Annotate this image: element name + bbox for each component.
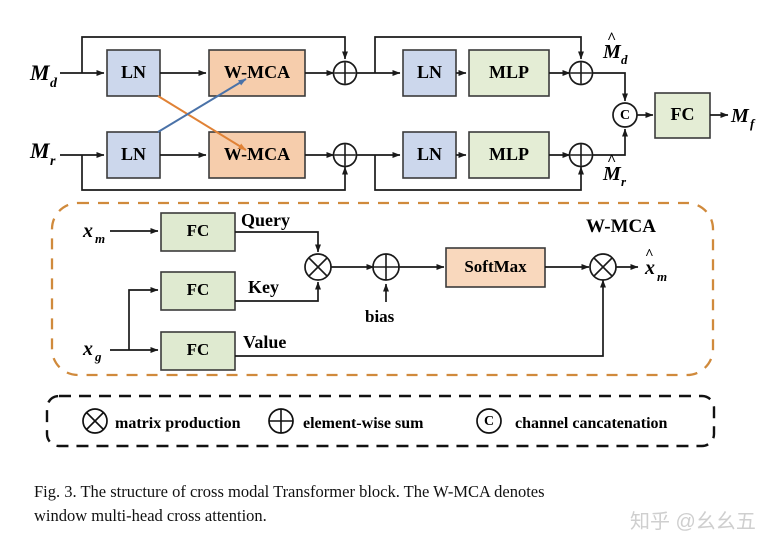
watermark: 知乎 @幺幺五	[630, 510, 756, 533]
xm-sub: m	[95, 231, 105, 246]
legend-item-element-wise-sum: element-wise sum	[268, 408, 424, 434]
sum-node-depth-2	[568, 60, 594, 86]
output-label-mf: M f	[730, 105, 756, 131]
xmhat-hat: ^	[645, 247, 654, 263]
cross-arrow-depth-to-rgb	[157, 95, 247, 151]
xmhat-base: x	[644, 257, 655, 279]
matmul-node-qk	[304, 253, 332, 281]
block-ln-depth-2[interactable]: LN	[402, 49, 457, 97]
input-label-mr: M r	[29, 138, 56, 169]
block-softmax[interactable]: SoftMax	[445, 247, 546, 288]
sum-node-depth-1	[332, 60, 358, 86]
caption-line-2: window multi-head cross attention.	[34, 506, 267, 525]
block-label: FC	[187, 280, 210, 299]
input-label-md: M d	[29, 60, 58, 91]
legend-symbol: C	[484, 414, 494, 429]
caption-line-1: Fig. 3. The structure of cross modal Tra…	[34, 482, 545, 501]
residual-depth-2	[374, 36, 584, 73]
top-row-depth: M d LN W-MCA LN	[29, 30, 628, 102]
concat-symbol: C	[620, 108, 630, 123]
input-label-xg: x g	[82, 338, 102, 364]
mrhat-base: M	[602, 163, 622, 185]
block-ln-rgb-1[interactable]: LN	[106, 131, 161, 179]
mr-sub: r	[50, 154, 56, 169]
mdhat-base: M	[602, 41, 622, 63]
block-fc-value[interactable]: FC	[160, 331, 236, 371]
block-label: FC	[671, 104, 695, 124]
legend-label: channel cancatenation	[515, 415, 668, 432]
wmca-detail-panel	[50, 201, 715, 377]
block-wmca-depth[interactable]: W-MCA	[208, 49, 306, 97]
block-fc-query[interactable]: FC	[160, 212, 236, 252]
block-label: LN	[121, 62, 146, 82]
mr-base: M	[29, 138, 51, 163]
mdhat-hat: ^	[607, 30, 616, 47]
wire-query-to-matmul1	[235, 231, 321, 253]
block-label: W-MCA	[224, 144, 290, 164]
block-ln-rgb-2[interactable]: LN	[402, 131, 457, 179]
wmca-detail-title: W-MCA	[586, 216, 656, 237]
block-label: FC	[187, 221, 210, 240]
mf-base: M	[730, 105, 750, 127]
cross-arrow-rgb-to-depth	[157, 78, 247, 133]
output-label-mr-hat: M ^ r	[602, 152, 627, 189]
arrow-mdhat-to-concat	[592, 72, 628, 102]
top-row-rgb: M r LN W-MCA LN ML	[29, 128, 628, 191]
wire-value-to-matmul2	[235, 279, 606, 357]
md-base: M	[29, 60, 51, 85]
mf-sub: f	[750, 116, 756, 131]
wire-xg-to-fc-key	[128, 287, 159, 350]
block-label: LN	[121, 144, 146, 164]
concat-node: C	[612, 102, 638, 128]
label-bias: bias	[365, 307, 395, 326]
block-fc-key[interactable]: FC	[160, 271, 236, 311]
legend-label: matrix production	[115, 415, 241, 432]
matmul-node-av	[589, 253, 617, 281]
block-label: SoftMax	[464, 257, 527, 276]
block-label: MLP	[489, 62, 529, 82]
residual-rgb-1	[81, 155, 348, 191]
mdhat-sub: d	[621, 52, 628, 67]
block-label: W-MCA	[224, 62, 290, 82]
block-ln-depth-1[interactable]: LN	[106, 49, 161, 97]
mrhat-sub: r	[621, 174, 627, 189]
xm-base: x	[82, 220, 93, 242]
output-label-md-hat: M ^ d	[602, 30, 628, 67]
output-label-xm-hat: x ^ m	[644, 247, 667, 284]
block-label: LN	[417, 62, 442, 82]
residual-depth-1	[81, 36, 348, 73]
label-key: Key	[248, 277, 279, 297]
legend-item-channel-concatenation: C channel cancatenation	[476, 408, 668, 434]
xg-base: x	[82, 338, 93, 360]
legend-box	[45, 394, 716, 448]
block-mlp-rgb[interactable]: MLP	[468, 131, 550, 179]
mrhat-hat: ^	[607, 152, 616, 169]
label-value: Value	[243, 332, 286, 352]
bias-sum-node	[372, 253, 400, 281]
block-label: MLP	[489, 144, 529, 164]
sum-node-rgb-1	[332, 142, 358, 168]
block-wmca-rgb[interactable]: W-MCA	[208, 131, 306, 179]
sum-node-rgb-2	[568, 142, 594, 168]
wire-key-to-matmul1	[235, 281, 321, 302]
legend-item-matrix-production: matrix production	[82, 408, 241, 434]
block-mlp-depth[interactable]: MLP	[468, 49, 550, 97]
arrow-mrhat-to-concat	[592, 128, 628, 156]
legend-label: element-wise sum	[303, 415, 424, 432]
xg-sub: g	[94, 349, 102, 364]
block-fusion-fc[interactable]: FC	[654, 92, 711, 139]
label-query: Query	[241, 210, 290, 230]
block-label: LN	[417, 144, 442, 164]
block-label: FC	[187, 340, 210, 359]
input-label-xm: x m	[82, 220, 105, 246]
residual-rgb-2	[374, 155, 584, 191]
xmhat-sub: m	[657, 269, 667, 284]
md-sub: d	[50, 76, 58, 91]
